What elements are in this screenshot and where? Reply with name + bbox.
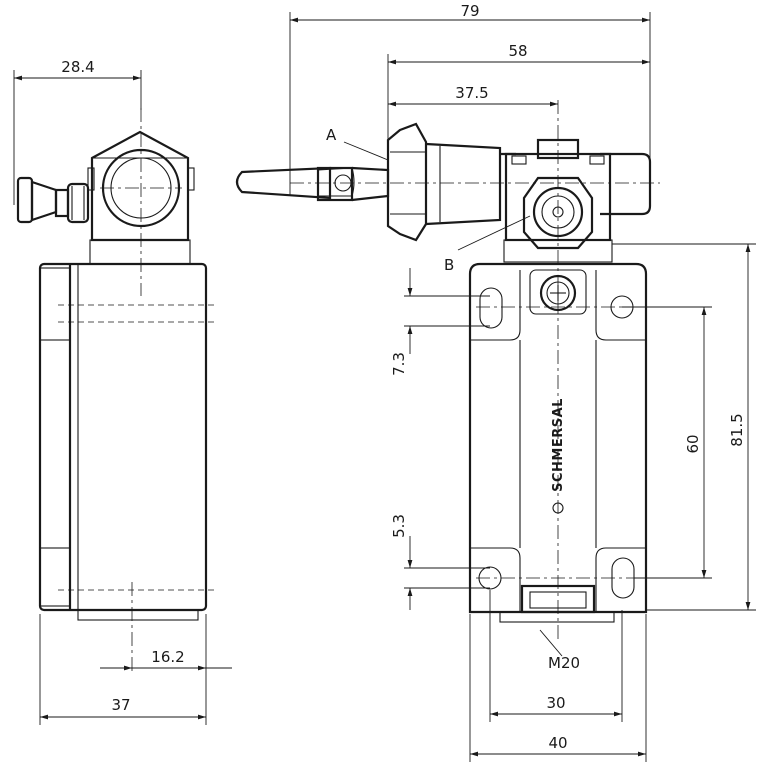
leader-a: A xyxy=(326,126,389,161)
dim-5-3: 5.3 xyxy=(390,514,490,610)
dim-60: 60 xyxy=(622,306,712,579)
brand-logo-text: SCHMERSAL xyxy=(551,398,566,492)
dim-5-3-label: 5.3 xyxy=(390,514,408,538)
dim-58: 58 xyxy=(387,42,650,142)
dim-37-label: 37 xyxy=(111,696,130,714)
dim-60-label: 60 xyxy=(684,434,702,453)
dim-30-label: 30 xyxy=(546,694,565,712)
dim-28-4-label: 28.4 xyxy=(61,58,94,76)
dim-16-2-label: 16.2 xyxy=(151,648,184,666)
side-lever xyxy=(16,176,90,224)
dim-81-5-label: 81.5 xyxy=(728,413,746,446)
front-view: SCHMERSAL A B M20 79 xyxy=(235,2,756,762)
side-body xyxy=(38,262,218,621)
dim-58-label: 58 xyxy=(508,42,527,60)
dim-37-5: 37.5 xyxy=(388,84,558,107)
label-b: B xyxy=(444,256,454,274)
dim-81-5: 81.5 xyxy=(612,243,756,611)
dim-40: 40 xyxy=(469,614,647,762)
front-body: SCHMERSAL xyxy=(468,262,648,623)
front-lever xyxy=(235,122,652,242)
dim-37-5-label: 37.5 xyxy=(455,84,488,102)
dim-28-4: 28.4 xyxy=(13,58,142,205)
side-view: 28.4 16.2 37 xyxy=(13,58,232,725)
dim-7-3: 7.3 xyxy=(390,268,490,376)
label-a: A xyxy=(326,126,337,144)
dim-7-3-label: 7.3 xyxy=(390,352,408,376)
dim-16-2: 16.2 xyxy=(100,614,232,725)
dim-30: 30 xyxy=(489,590,623,722)
dim-40-label: 40 xyxy=(548,734,567,752)
dim-37: 37 xyxy=(39,614,206,725)
label-m20: M20 xyxy=(548,654,580,672)
dim-79-label: 79 xyxy=(460,2,479,20)
dim-79: 79 xyxy=(289,2,651,196)
leader-b: B xyxy=(444,215,531,274)
leader-m20: M20 xyxy=(539,629,580,672)
